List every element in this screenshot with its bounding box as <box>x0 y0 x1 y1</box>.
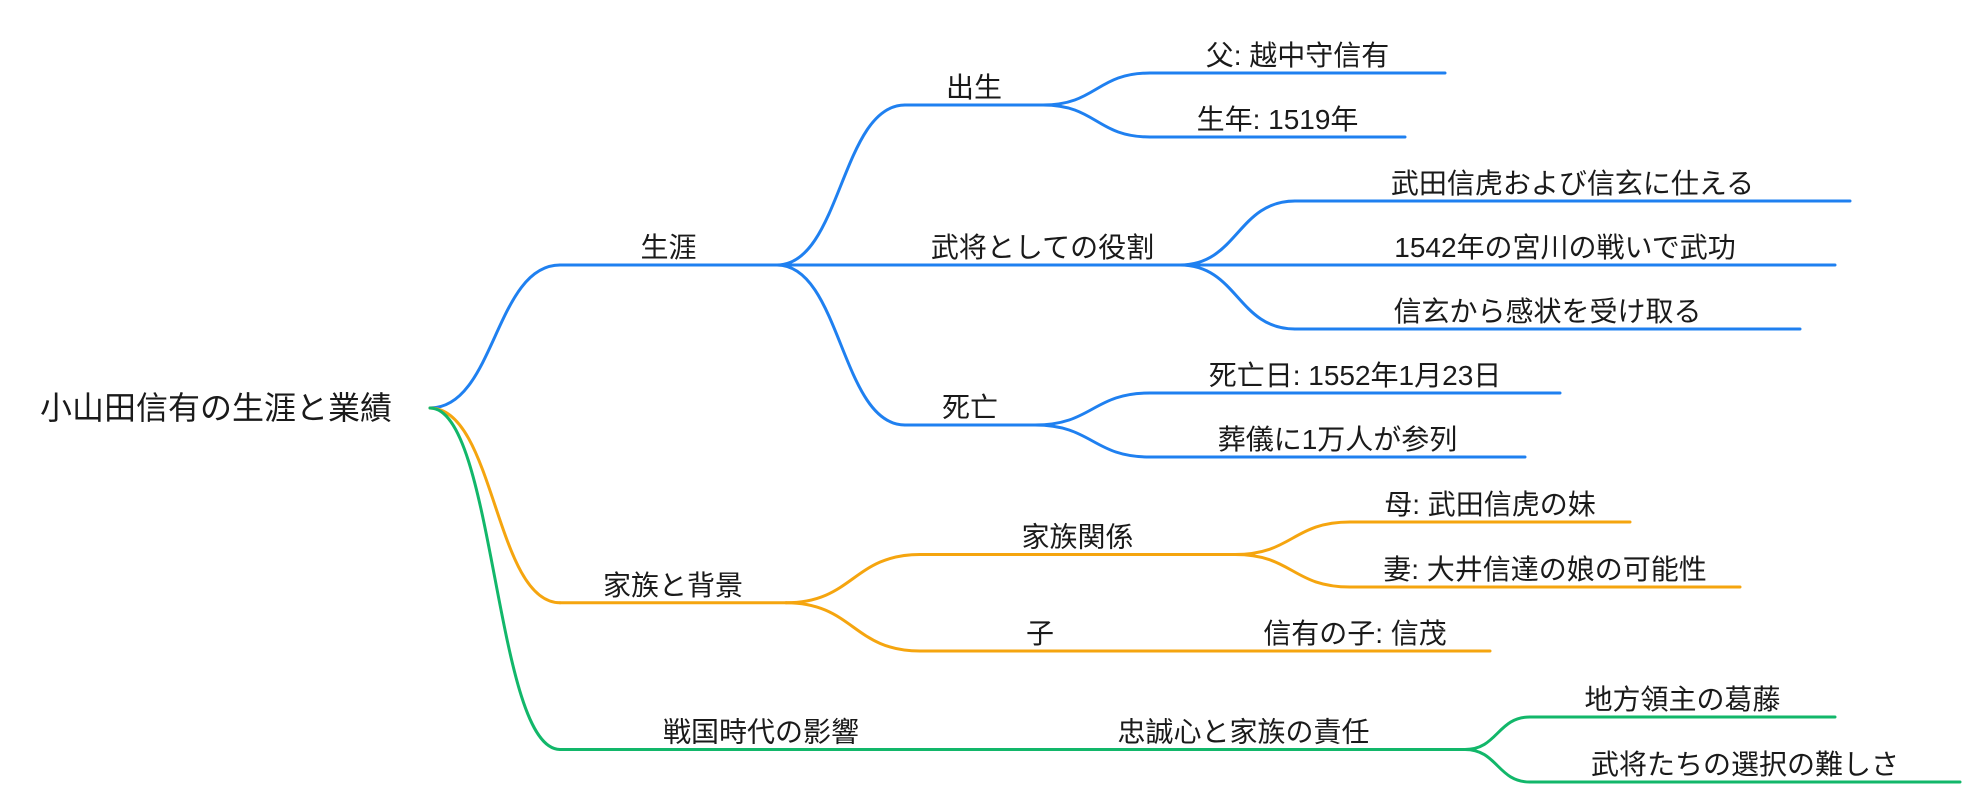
node-label: 出生 <box>946 72 1002 103</box>
node-label: 生年: 1519年 <box>1197 104 1359 135</box>
branch-link <box>1178 263 1297 331</box>
node-label: 妻: 大井信達の娘の可能性 <box>1383 554 1707 585</box>
branch-link <box>1233 553 1352 589</box>
branch-link <box>1041 71 1152 107</box>
branch-link <box>1033 423 1152 459</box>
node-label: 武将としての役割 <box>931 232 1154 263</box>
node-label: 家族と背景 <box>603 570 743 601</box>
branch-link <box>1041 103 1152 139</box>
node-label: 死亡日: 1552年1月23日 <box>1209 360 1502 391</box>
branch-link <box>1463 748 1532 784</box>
node-label: 父: 越中守信有 <box>1206 40 1390 71</box>
branch-link <box>784 601 922 653</box>
node-label: 信有の子: 信茂 <box>1263 618 1447 649</box>
branch-link <box>1233 520 1352 556</box>
branch-link <box>1178 199 1297 267</box>
node-label: 子 <box>1026 618 1054 649</box>
node-label: 忠誠心と家族の責任 <box>1117 717 1369 748</box>
root-branch-link <box>428 406 562 751</box>
root-branch-link <box>428 406 562 605</box>
node-label: 家族関係 <box>1021 522 1133 553</box>
branch-link <box>1463 715 1532 751</box>
node-label: 武将たちの選択の難しさ <box>1591 749 1899 780</box>
node-label: 葬儀に1万人が参列 <box>1218 424 1458 455</box>
node-label: 母: 武田信虎の妹 <box>1384 489 1596 520</box>
root-label: 小山田信有の生涯と業績 <box>40 390 392 426</box>
node-label: 戦国時代の影響 <box>663 717 859 748</box>
node-label: 生涯 <box>640 232 696 263</box>
node-label: 武田信虎および信玄に仕える <box>1391 168 1754 199</box>
node-label: 死亡 <box>942 392 998 423</box>
branch-link <box>775 263 907 427</box>
node-label: 1542年の宮川の戦いで武功 <box>1394 232 1735 263</box>
branch-link <box>784 553 922 605</box>
root-branch-link <box>428 263 562 410</box>
node-label: 信玄から感状を受け取る <box>1393 296 1701 327</box>
node-label: 地方領主の葛藤 <box>1584 684 1780 715</box>
branch-link <box>775 103 907 267</box>
branch-link <box>1033 391 1152 427</box>
